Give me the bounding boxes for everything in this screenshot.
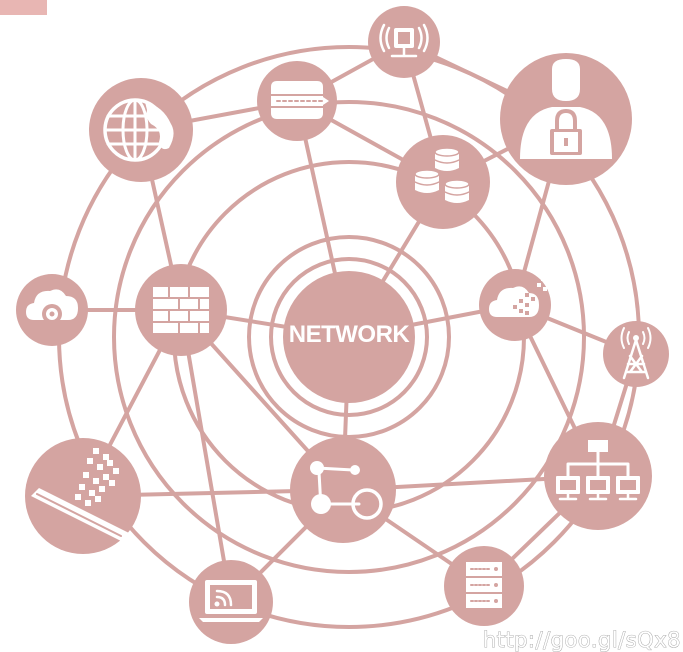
node-icons bbox=[26, 23, 652, 622]
antenna-tower-icon bbox=[620, 327, 652, 380]
node-share-molecule bbox=[290, 437, 396, 543]
node-database bbox=[396, 135, 490, 229]
wireless-monitor-icon bbox=[379, 23, 429, 58]
cylinder-pipe-icon bbox=[270, 81, 329, 119]
ring-1 bbox=[247, 235, 451, 439]
server-rack-icon bbox=[466, 562, 502, 608]
brick-wall-icon bbox=[152, 285, 210, 335]
cloud-gear-icon bbox=[26, 289, 78, 324]
database-stack-icon bbox=[414, 147, 470, 203]
globe-icon bbox=[103, 98, 174, 162]
share-molecule-icon bbox=[310, 461, 383, 520]
watermark-url: http://goo.gl/sQx8 bbox=[482, 628, 681, 652]
node-network-hub bbox=[283, 271, 415, 403]
laptop-wifi-icon bbox=[199, 580, 263, 622]
tablet-pixel-icon bbox=[31, 448, 131, 542]
center-label: NETWORK bbox=[289, 321, 411, 348]
ring-3 bbox=[112, 100, 586, 574]
corner-tab bbox=[0, 0, 47, 15]
user-lock-icon bbox=[520, 59, 612, 159]
network-hub-ring bbox=[269, 257, 429, 417]
node-antenna-tower bbox=[603, 321, 669, 387]
link-firewall-laptop-wifi bbox=[179, 308, 233, 604]
cloud-pixel-icon bbox=[489, 277, 547, 317]
hierarchy-computers-icon bbox=[556, 440, 640, 501]
